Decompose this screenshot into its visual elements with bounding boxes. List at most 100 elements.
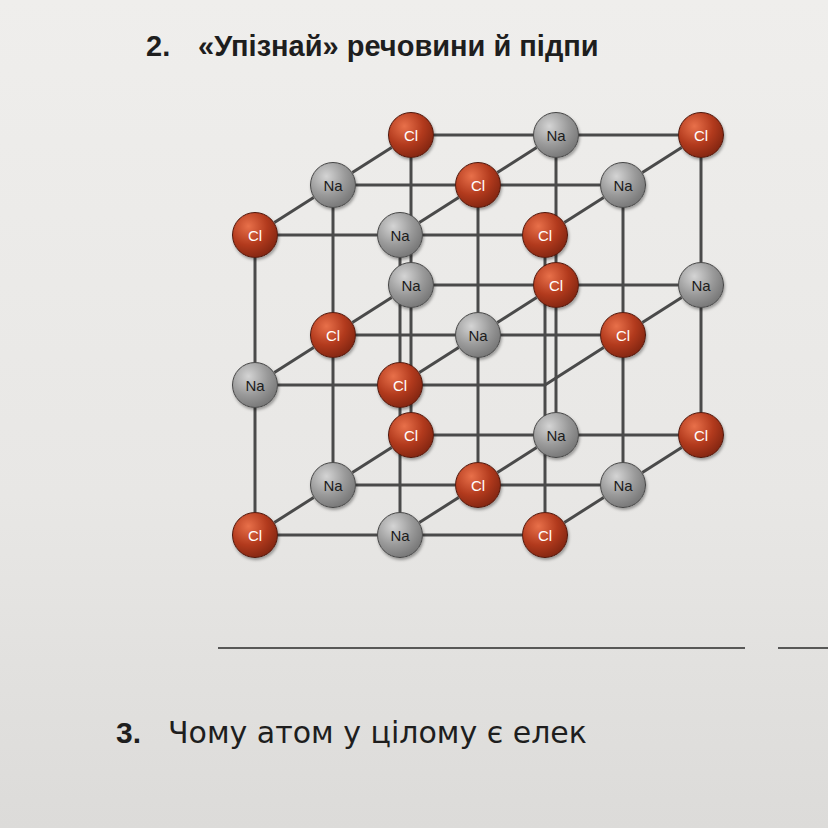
bond-line: [622, 208, 625, 312]
ion-symbol: Na: [546, 428, 565, 443]
bond-line: [477, 208, 480, 312]
chlorine-ion: Cl: [522, 212, 568, 258]
bond-line: [434, 134, 533, 137]
sodium-ion: Na: [377, 512, 423, 558]
chlorine-ion: Cl: [388, 412, 434, 458]
ion-symbol: Cl: [538, 528, 552, 543]
bond-line: [622, 358, 625, 462]
bond-line: [356, 484, 455, 487]
bond-line: [501, 334, 600, 337]
chlorine-ion: Cl: [232, 212, 278, 258]
bond-line: [352, 147, 391, 172]
ion-symbol: Na: [546, 128, 565, 143]
bond-line: [352, 297, 391, 322]
bond-line: [700, 308, 703, 412]
sodium-ion: Na: [678, 262, 724, 308]
bond-line: [274, 497, 313, 522]
bond-line: [332, 358, 335, 462]
sodium-ion: Na: [232, 362, 278, 408]
chlorine-ion: Cl: [232, 512, 278, 558]
ion-symbol: Na: [691, 278, 710, 293]
bond-line: [579, 134, 678, 137]
chlorine-ion: Cl: [533, 262, 579, 308]
ion-symbol: Cl: [549, 278, 563, 293]
bond-line: [434, 284, 533, 287]
ion-symbol: Na: [468, 328, 487, 343]
bond-line: [642, 147, 681, 172]
ion-symbol: Na: [613, 178, 632, 193]
bond-line: [356, 334, 455, 337]
bond-line: [352, 447, 391, 472]
bond-line: [274, 347, 313, 372]
task-number: 3.: [116, 716, 141, 751]
ion-symbol: Cl: [694, 128, 708, 143]
bond-line: [423, 234, 522, 237]
ion-symbol: Na: [613, 478, 632, 493]
chlorine-ion: Cl: [678, 112, 724, 158]
ion-symbol: Cl: [404, 128, 418, 143]
bond-line: [278, 534, 377, 537]
bond-line: [642, 447, 681, 472]
chlorine-ion: Cl: [388, 112, 434, 158]
sodium-ion: Na: [533, 412, 579, 458]
bond-line: [497, 147, 536, 172]
bond-line: [477, 358, 480, 462]
ion-symbol: Na: [323, 178, 342, 193]
bond-line: [254, 408, 257, 512]
answer-line: [218, 647, 745, 649]
bond-line: [564, 497, 603, 522]
sodium-ion: Na: [533, 112, 579, 158]
ion-symbol: Na: [401, 278, 420, 293]
bond-line: [332, 208, 335, 312]
chlorine-ion: Cl: [455, 162, 501, 208]
ion-symbol: Cl: [538, 228, 552, 243]
task-text: «Упізнай» речовини й підпи: [198, 30, 599, 63]
bond-line: [497, 297, 536, 322]
chlorine-ion: Cl: [377, 362, 423, 408]
ion-symbol: Cl: [404, 428, 418, 443]
sodium-ion: Na: [600, 162, 646, 208]
bond-line: [278, 234, 377, 237]
bond-line: [564, 197, 603, 222]
chlorine-ion: Cl: [600, 312, 646, 358]
chlorine-ion: Cl: [310, 312, 356, 358]
bond-line: [356, 184, 455, 187]
chlorine-ion: Cl: [455, 462, 501, 508]
ion-symbol: Cl: [471, 178, 485, 193]
ion-symbol: Na: [390, 528, 409, 543]
bond-line: [423, 534, 522, 537]
sodium-ion: Na: [377, 212, 423, 258]
bond-line: [434, 434, 533, 437]
ion-symbol: Cl: [248, 528, 262, 543]
bond-line: [555, 308, 558, 412]
chlorine-ion: Cl: [522, 512, 568, 558]
bond-line: [274, 197, 313, 222]
sodium-ion: Na: [600, 462, 646, 508]
ion-symbol: Na: [390, 228, 409, 243]
ion-symbol: Na: [245, 378, 264, 393]
bond-line: [419, 197, 458, 222]
bond-line: [419, 347, 458, 372]
ion-symbol: Cl: [326, 328, 340, 343]
bond-line: [278, 384, 377, 387]
ion-symbol: Cl: [248, 228, 262, 243]
sodium-ion: Na: [310, 162, 356, 208]
bond-line: [254, 258, 257, 362]
ion-symbol: Cl: [694, 428, 708, 443]
bond-line: [501, 184, 600, 187]
sodium-ion: Na: [455, 312, 501, 358]
bond-line: [642, 297, 681, 322]
sodium-ion: Na: [310, 462, 356, 508]
task-text: Чому атом у цілому є елек: [168, 716, 587, 751]
ion-symbol: Cl: [616, 328, 630, 343]
answer-line: [778, 647, 828, 649]
bond-line: [497, 447, 536, 472]
task-number: 2.: [146, 30, 170, 63]
sodium-ion: Na: [388, 262, 434, 308]
bond-line: [700, 158, 703, 262]
bond-line: [501, 484, 600, 487]
bond-line: [579, 284, 678, 287]
ion-symbol: Cl: [393, 378, 407, 393]
